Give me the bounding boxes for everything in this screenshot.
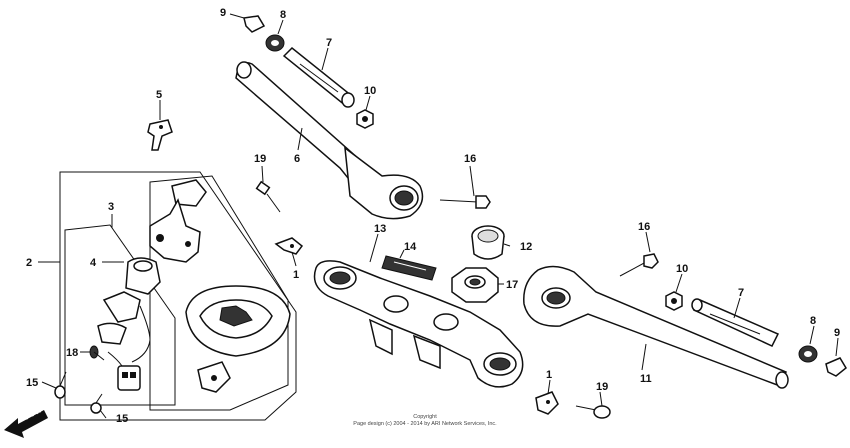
callout-19-lower: 19 xyxy=(596,381,608,393)
screw-part-18 xyxy=(89,345,105,361)
callout-4: 4 xyxy=(90,257,97,269)
top-bridge-part-13 xyxy=(313,260,524,388)
copyright-line-1: Copyright xyxy=(413,414,437,420)
callout-13: 13 xyxy=(374,223,386,235)
callout-18: 18 xyxy=(66,347,78,359)
callout-15-left: 15 xyxy=(26,377,38,389)
switch-cover-part-4 xyxy=(102,257,161,323)
nut-part-10-upper xyxy=(356,109,374,129)
stem-nut-part-17 xyxy=(451,267,499,303)
copyright-notice: Copyright Page design (c) 2004 - 2014 by… xyxy=(353,414,497,427)
leader-lines xyxy=(38,13,839,419)
callout-7-upper: 7 xyxy=(326,37,332,49)
clip-part-1-lower xyxy=(535,391,559,415)
callout-numbers: 9 8 7 10 5 6 19 16 3 2 4 13 14 12 1 17 1… xyxy=(26,7,840,425)
handlebar-pipe-part-7-upper xyxy=(282,46,355,108)
callout-8-upper: 8 xyxy=(280,9,286,21)
callout-3: 3 xyxy=(108,201,114,213)
emblem-part-14 xyxy=(381,255,437,281)
clip-part-1-upper xyxy=(274,237,304,255)
ignition-switch-part-3 xyxy=(149,179,207,263)
clip-part-9-lower xyxy=(825,357,847,377)
callout-9-upper: 9 xyxy=(220,7,226,19)
callout-15-bottom: 15 xyxy=(116,413,128,425)
switch-cover-plate xyxy=(185,285,291,357)
screw-part-15-left xyxy=(54,371,67,399)
callout-1-upper: 1 xyxy=(293,269,299,281)
callout-12: 12 xyxy=(520,241,532,253)
clip-part-9-upper xyxy=(243,15,266,33)
bolt-part-19-upper xyxy=(255,180,281,213)
copyright-line-2: Page design (c) 2004 - 2014 by ARI Netwo… xyxy=(353,421,497,427)
callout-7-lower: 7 xyxy=(738,287,744,299)
callout-1-lower: 1 xyxy=(546,369,552,381)
collar-part-8-lower xyxy=(798,345,818,363)
callout-14: 14 xyxy=(404,241,417,253)
nut-part-10-lower xyxy=(665,291,683,311)
callout-16-upper: 16 xyxy=(464,153,476,165)
callout-8-lower: 8 xyxy=(810,315,816,327)
handlebar-pipe-part-7-lower xyxy=(691,298,780,347)
cap-part-12 xyxy=(471,225,505,260)
switch-bracket xyxy=(197,361,231,393)
callout-17: 17 xyxy=(506,279,518,291)
callout-10-lower: 10 xyxy=(676,263,688,275)
callout-6: 6 xyxy=(294,153,300,165)
key-part-5 xyxy=(147,119,173,151)
collar-part-8-upper xyxy=(265,34,285,52)
callout-9-lower: 9 xyxy=(834,327,840,339)
callout-19-upper: 19 xyxy=(254,153,266,165)
callout-11: 11 xyxy=(640,373,652,385)
left-handlebar-part-6 xyxy=(235,61,424,220)
right-handlebar-part-11 xyxy=(523,265,789,389)
bolt-part-16-lower xyxy=(619,253,659,277)
ignition-switch-group-outline xyxy=(59,171,297,421)
callout-10-upper: 10 xyxy=(364,85,376,97)
switch-wiring-connector xyxy=(97,305,151,391)
bolt-part-16-upper xyxy=(439,195,491,209)
callout-5: 5 xyxy=(156,89,162,101)
callout-16-lower: 16 xyxy=(638,221,650,233)
bolt-part-19-lower xyxy=(575,405,611,419)
screw-part-15-bottom xyxy=(90,393,103,414)
callout-2: 2 xyxy=(26,257,32,269)
front-direction-arrow: FR. xyxy=(4,404,48,438)
